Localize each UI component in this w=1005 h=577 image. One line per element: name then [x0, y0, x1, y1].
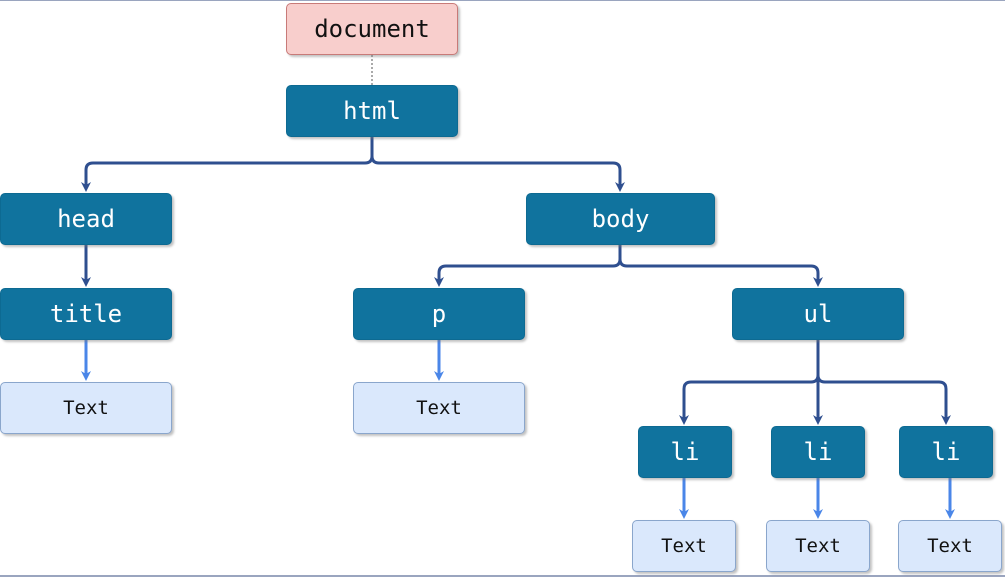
p-node: p [353, 288, 525, 340]
body-node: body [526, 193, 715, 245]
document-node: document [286, 3, 458, 55]
edge-html-body [370, 137, 625, 192]
html-node: html [286, 85, 458, 137]
text-node-li-1: Text [632, 520, 736, 572]
text-node-p: Text [353, 382, 525, 434]
text-node-li-2: Text [766, 520, 870, 572]
edge-ul-li-3 [816, 340, 951, 425]
li-node-1: li [638, 426, 732, 478]
edge-ul-li-1 [679, 340, 820, 425]
ul-node: ul [732, 288, 904, 340]
edge-body-p [434, 245, 622, 287]
text-node-title: Text [0, 382, 172, 434]
li-node-2: li [771, 426, 865, 478]
li-node-3: li [899, 426, 993, 478]
text-node-li-3: Text [898, 520, 1002, 572]
edge-html-head [81, 137, 374, 192]
head-node: head [0, 193, 172, 245]
title-node: title [0, 288, 172, 340]
edge-body-ul [618, 245, 823, 287]
